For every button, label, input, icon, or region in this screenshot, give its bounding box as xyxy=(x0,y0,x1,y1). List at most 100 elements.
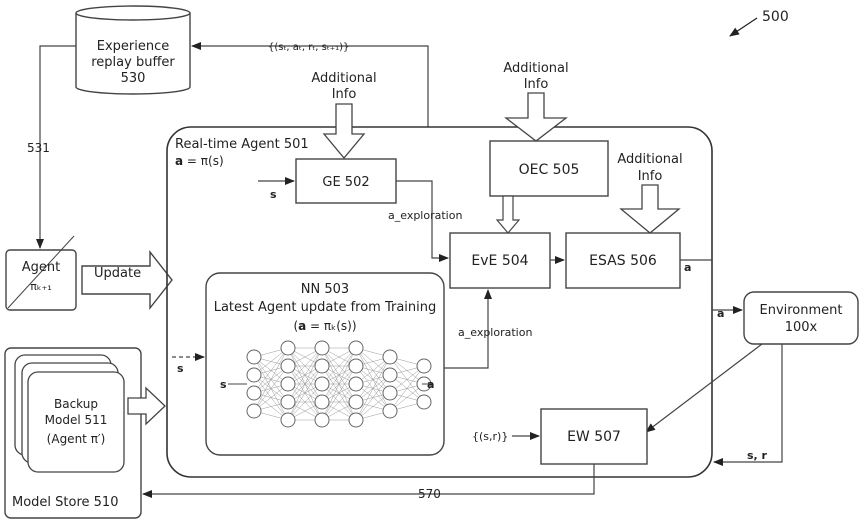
nn-connection xyxy=(321,347,357,385)
nn-node xyxy=(348,394,364,410)
additional-info-2-line1: Additional xyxy=(503,61,568,76)
nn-node xyxy=(246,349,262,365)
backup-model-line3: (Agent π′) xyxy=(47,432,106,446)
link-570-label: 570 xyxy=(418,487,441,501)
nn-input-label: s xyxy=(220,378,227,391)
nn-connection xyxy=(389,365,425,412)
environment-label-line1: Environment xyxy=(759,303,842,318)
oec-label: OEC 505 xyxy=(519,162,580,178)
nn-node xyxy=(314,376,330,392)
nn-connection xyxy=(355,374,391,421)
nn-node xyxy=(382,403,398,419)
nn-node xyxy=(416,358,432,374)
backup-to-agent-arrow xyxy=(127,386,166,426)
environment-label-line2: 100x xyxy=(785,320,818,335)
additional-info-3-line1: Additional xyxy=(617,152,682,167)
nn-outer-input-label: s xyxy=(177,362,184,375)
action-to-environment-arrow xyxy=(680,259,743,314)
nn-connection xyxy=(253,347,289,394)
nn-connection xyxy=(253,365,289,412)
nn-node xyxy=(246,367,262,383)
additional-info-2-line2: Info xyxy=(524,77,549,92)
nn-node xyxy=(280,376,296,392)
nn-node xyxy=(416,394,432,410)
backup-model-line2: Model 511 xyxy=(45,413,108,427)
backup-model-card xyxy=(27,371,125,473)
additional-info-1-line1: Additional xyxy=(311,71,376,86)
nn-connection xyxy=(321,347,357,403)
environment-box xyxy=(743,291,859,345)
ge-output-label: a_exploration xyxy=(388,209,462,222)
environment-input-label: a xyxy=(717,307,724,320)
link-531-label: 531 xyxy=(27,141,50,155)
nn-node xyxy=(348,376,364,392)
nn-node xyxy=(246,385,262,401)
ge-to-eve-arrow xyxy=(396,180,449,262)
nn-node xyxy=(314,394,330,410)
esas-label: ESAS 506 xyxy=(589,253,657,269)
transition-arrow xyxy=(191,42,429,127)
additional-info-3-arrow xyxy=(619,184,681,234)
nn-node xyxy=(280,394,296,410)
agent-box: Agent πₖ₊₁ xyxy=(5,235,77,311)
nn-node xyxy=(246,403,262,419)
nn-output-label: a xyxy=(427,378,434,391)
ew-label: EW 507 xyxy=(567,429,621,445)
figure-ref-label: 500 xyxy=(762,9,789,25)
backup-model-line1: Backup xyxy=(54,397,98,411)
nn-node xyxy=(382,349,398,365)
nn-label-line2: Latest Agent update from Training xyxy=(214,300,437,315)
esas-box xyxy=(565,232,681,289)
buffer-to-agent-arrow xyxy=(36,45,76,249)
eve-label: EvE 504 xyxy=(471,253,528,269)
agent-policy-label: πₖ₊₁ xyxy=(30,280,52,293)
nn-label-line1: NN 503 xyxy=(301,282,349,297)
transition-label: {(sₜ, aₜ, rₜ, sₜ₊₁)} xyxy=(268,42,349,53)
ge-input-label: s xyxy=(270,188,277,201)
nn-output-arrow-label: a_exploration xyxy=(458,326,532,339)
nn-node xyxy=(314,340,330,356)
rta-title: Real-time Agent 501 xyxy=(175,137,309,152)
additional-info-1-line2: Info xyxy=(332,87,357,102)
model-store-label: Model Store 510 xyxy=(12,495,118,510)
buffer-label-line2: replay buffer xyxy=(91,55,175,70)
nn-node xyxy=(382,367,398,383)
nn-to-eve-arrow xyxy=(444,289,492,369)
esas-output-label: a xyxy=(684,261,691,274)
nn-connection xyxy=(321,347,357,421)
nn-connection xyxy=(287,383,323,421)
additional-info-1-arrow xyxy=(322,103,366,160)
nn-node xyxy=(314,412,330,428)
additional-info-3-line2: Info xyxy=(638,169,663,184)
nn-connection xyxy=(321,383,357,421)
buffer-label-line1: Experience xyxy=(97,39,170,54)
nn-connection xyxy=(287,347,323,421)
rta-policy: a = π(s) xyxy=(175,154,224,168)
nn-connection xyxy=(321,365,357,421)
nn-node xyxy=(314,358,330,374)
oec-to-eve-arrow xyxy=(495,195,521,234)
environment-to-ew-arrow xyxy=(645,343,763,433)
ew-input-label: {(s,r)} xyxy=(472,430,508,443)
oec-box xyxy=(489,140,609,197)
environment-feedback-arrow xyxy=(713,344,783,466)
nn-node xyxy=(348,412,364,428)
environment-feedback-label: s, r xyxy=(747,449,768,462)
nn-connection xyxy=(287,347,323,403)
figure-ref-arrow xyxy=(729,17,758,37)
nn-node xyxy=(280,340,296,356)
nn-connection xyxy=(253,347,289,412)
neural-network-graphic xyxy=(228,340,432,428)
ge-label: GE 502 xyxy=(322,175,369,190)
nn-connection xyxy=(355,356,391,403)
update-label: Update xyxy=(94,266,141,281)
update-arrow xyxy=(81,249,173,311)
ew-box xyxy=(540,408,648,465)
nn-node xyxy=(382,385,398,401)
nn-node xyxy=(280,412,296,428)
nn-node xyxy=(348,340,364,356)
nn-connection xyxy=(355,356,391,421)
buffer-label-line3: 530 xyxy=(121,71,146,86)
agent-label: Agent xyxy=(22,260,60,275)
